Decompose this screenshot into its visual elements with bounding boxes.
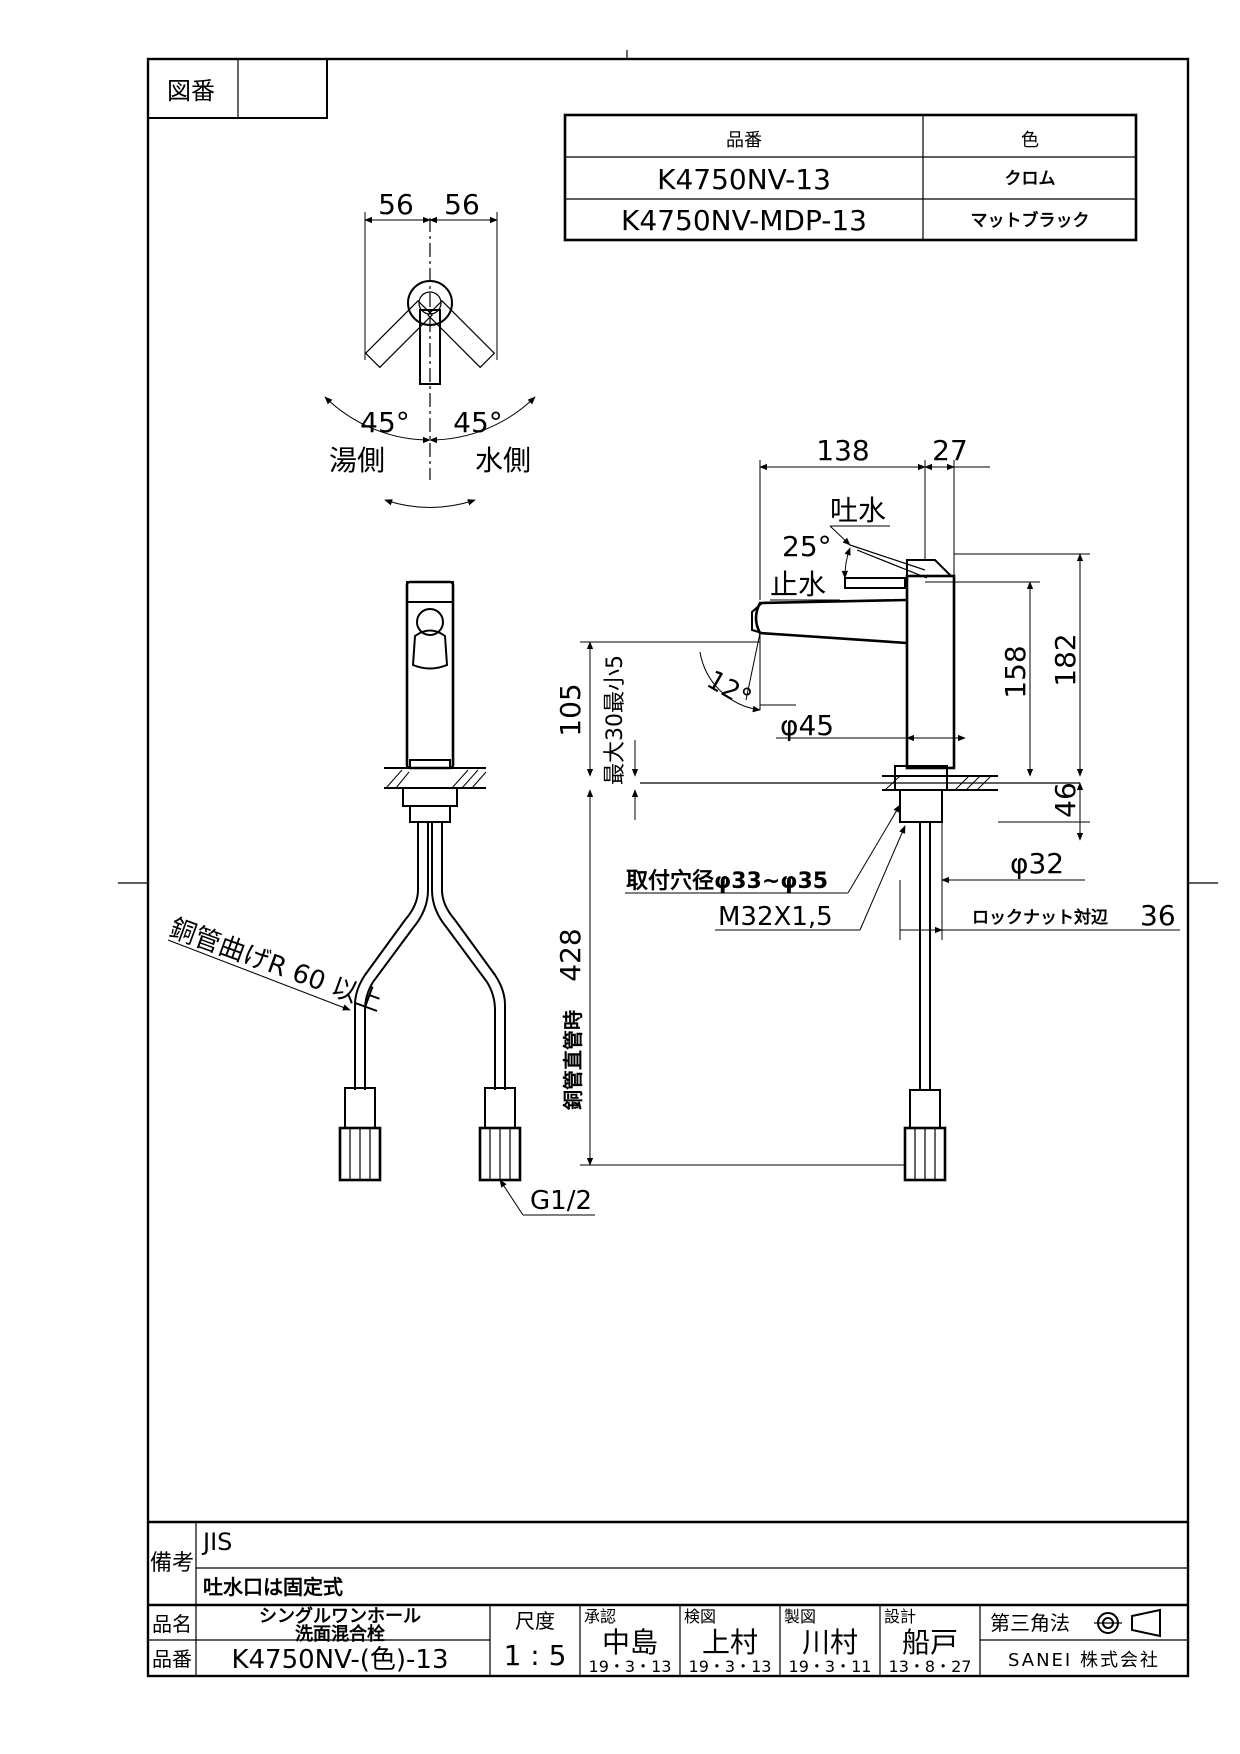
dim-182: 182 — [1049, 633, 1082, 686]
pipe-length-label: 銅管直管時 — [561, 1010, 585, 1110]
design-label: 設計 — [884, 1607, 916, 1626]
check-date: 19・3・13 — [689, 1657, 772, 1676]
remarks-line-1: JIS — [201, 1528, 232, 1556]
sheet-frame — [118, 50, 1218, 1678]
dim-138: 138 — [816, 434, 869, 467]
remarks-label: 備考 — [150, 1551, 194, 1576]
check-name: 上村 — [702, 1626, 758, 1659]
product-name-2: 洗面混合栓 — [295, 1623, 385, 1645]
spout-diameter: φ45 — [780, 709, 834, 742]
drawing-number-label: 図番 — [167, 77, 215, 105]
front-view: 銅管曲げR 60 以上 G1/2 — [166, 580, 595, 1216]
bend-note: 銅管曲げR 60 以上 — [166, 913, 386, 1018]
design-date: 13・8・27 — [889, 1657, 972, 1676]
part-no-1: K4750NV-13 — [657, 163, 831, 196]
drawn-name: 川村 — [802, 1626, 858, 1659]
pipe-diameter: φ32 — [1010, 847, 1064, 880]
color-header: 色 — [1021, 130, 1039, 151]
locknut-value: 36 — [1140, 899, 1176, 932]
color-table: 品番 色 K4750NV-13 クロム K4750NV-MDP-13 マットブラ… — [563, 113, 1138, 242]
projection-label: 第三角法 — [990, 1611, 1070, 1635]
drawn-date: 19・3・11 — [789, 1657, 872, 1676]
pipe-length: 428 — [554, 928, 587, 981]
color-1: クロム — [1005, 169, 1056, 189]
company-name: SANEI 株式会社 — [1008, 1650, 1160, 1671]
name-label: 品名 — [152, 1612, 192, 1636]
design-name: 船戸 — [902, 1626, 958, 1659]
scale-label: 尺度 — [515, 1609, 555, 1633]
top-dim-right: 56 — [444, 188, 480, 221]
product-number: K4750NV-(色)-13 — [231, 1645, 448, 1675]
dim-105: 105 — [554, 683, 587, 736]
hole-diameter: 取付穴径φ33~φ35 — [626, 868, 828, 894]
part-no-2: K4750NV-MDP-13 — [621, 204, 867, 237]
top-view: 56 56 45° 45° 湯側 水側 — [324, 188, 536, 508]
approval-label: 承認 — [584, 1607, 616, 1626]
side-thread: M32X1,5 — [718, 902, 833, 932]
deck-thickness: 最大30最小5 — [603, 655, 628, 785]
drawn-label: 製図 — [784, 1607, 816, 1626]
side-view: 138 27 吐水 25° 止水 12° φ45 105 最大30最小5 銅管直… — [554, 434, 1180, 1182]
third-angle-symbol — [1094, 1608, 1161, 1638]
color-2: マットブラック — [971, 210, 1090, 231]
approval-name: 中島 — [602, 1626, 658, 1659]
cold-side-label: 水側 — [475, 444, 531, 477]
top-angle-right: 45° — [453, 406, 503, 439]
dim-27: 27 — [932, 434, 968, 467]
dim-46: 46 — [1049, 782, 1082, 818]
spout-angle: 12° — [702, 665, 757, 714]
locknut-label: ロックナット対辺 — [972, 907, 1108, 928]
water-on-label: 吐水 — [830, 494, 886, 527]
front-thread: G1/2 — [530, 1186, 592, 1216]
hot-side-label: 湯側 — [329, 444, 385, 477]
remarks-line-2: 吐水口は固定式 — [203, 1575, 343, 1599]
top-dim-left: 56 — [378, 188, 414, 221]
approval-date: 19・3・13 — [589, 1657, 672, 1676]
dim-158: 158 — [999, 645, 1032, 698]
lever-angle: 25° — [782, 530, 832, 563]
check-label: 検図 — [684, 1607, 716, 1626]
scale-value: 1 : 5 — [504, 1639, 567, 1672]
title-block: 備考 JIS 吐水口は固定式 品名 シングルワンホール 洗面混合栓 品番 K47… — [148, 1520, 1188, 1676]
top-angle-left: 45° — [360, 406, 410, 439]
number-label: 品番 — [152, 1647, 192, 1671]
part-no-header: 品番 — [726, 130, 762, 151]
water-off-label: 止水 — [770, 568, 826, 601]
product-name-1: シングルワンホール — [259, 1605, 421, 1627]
drawing-number-box: 図番 — [147, 58, 328, 119]
